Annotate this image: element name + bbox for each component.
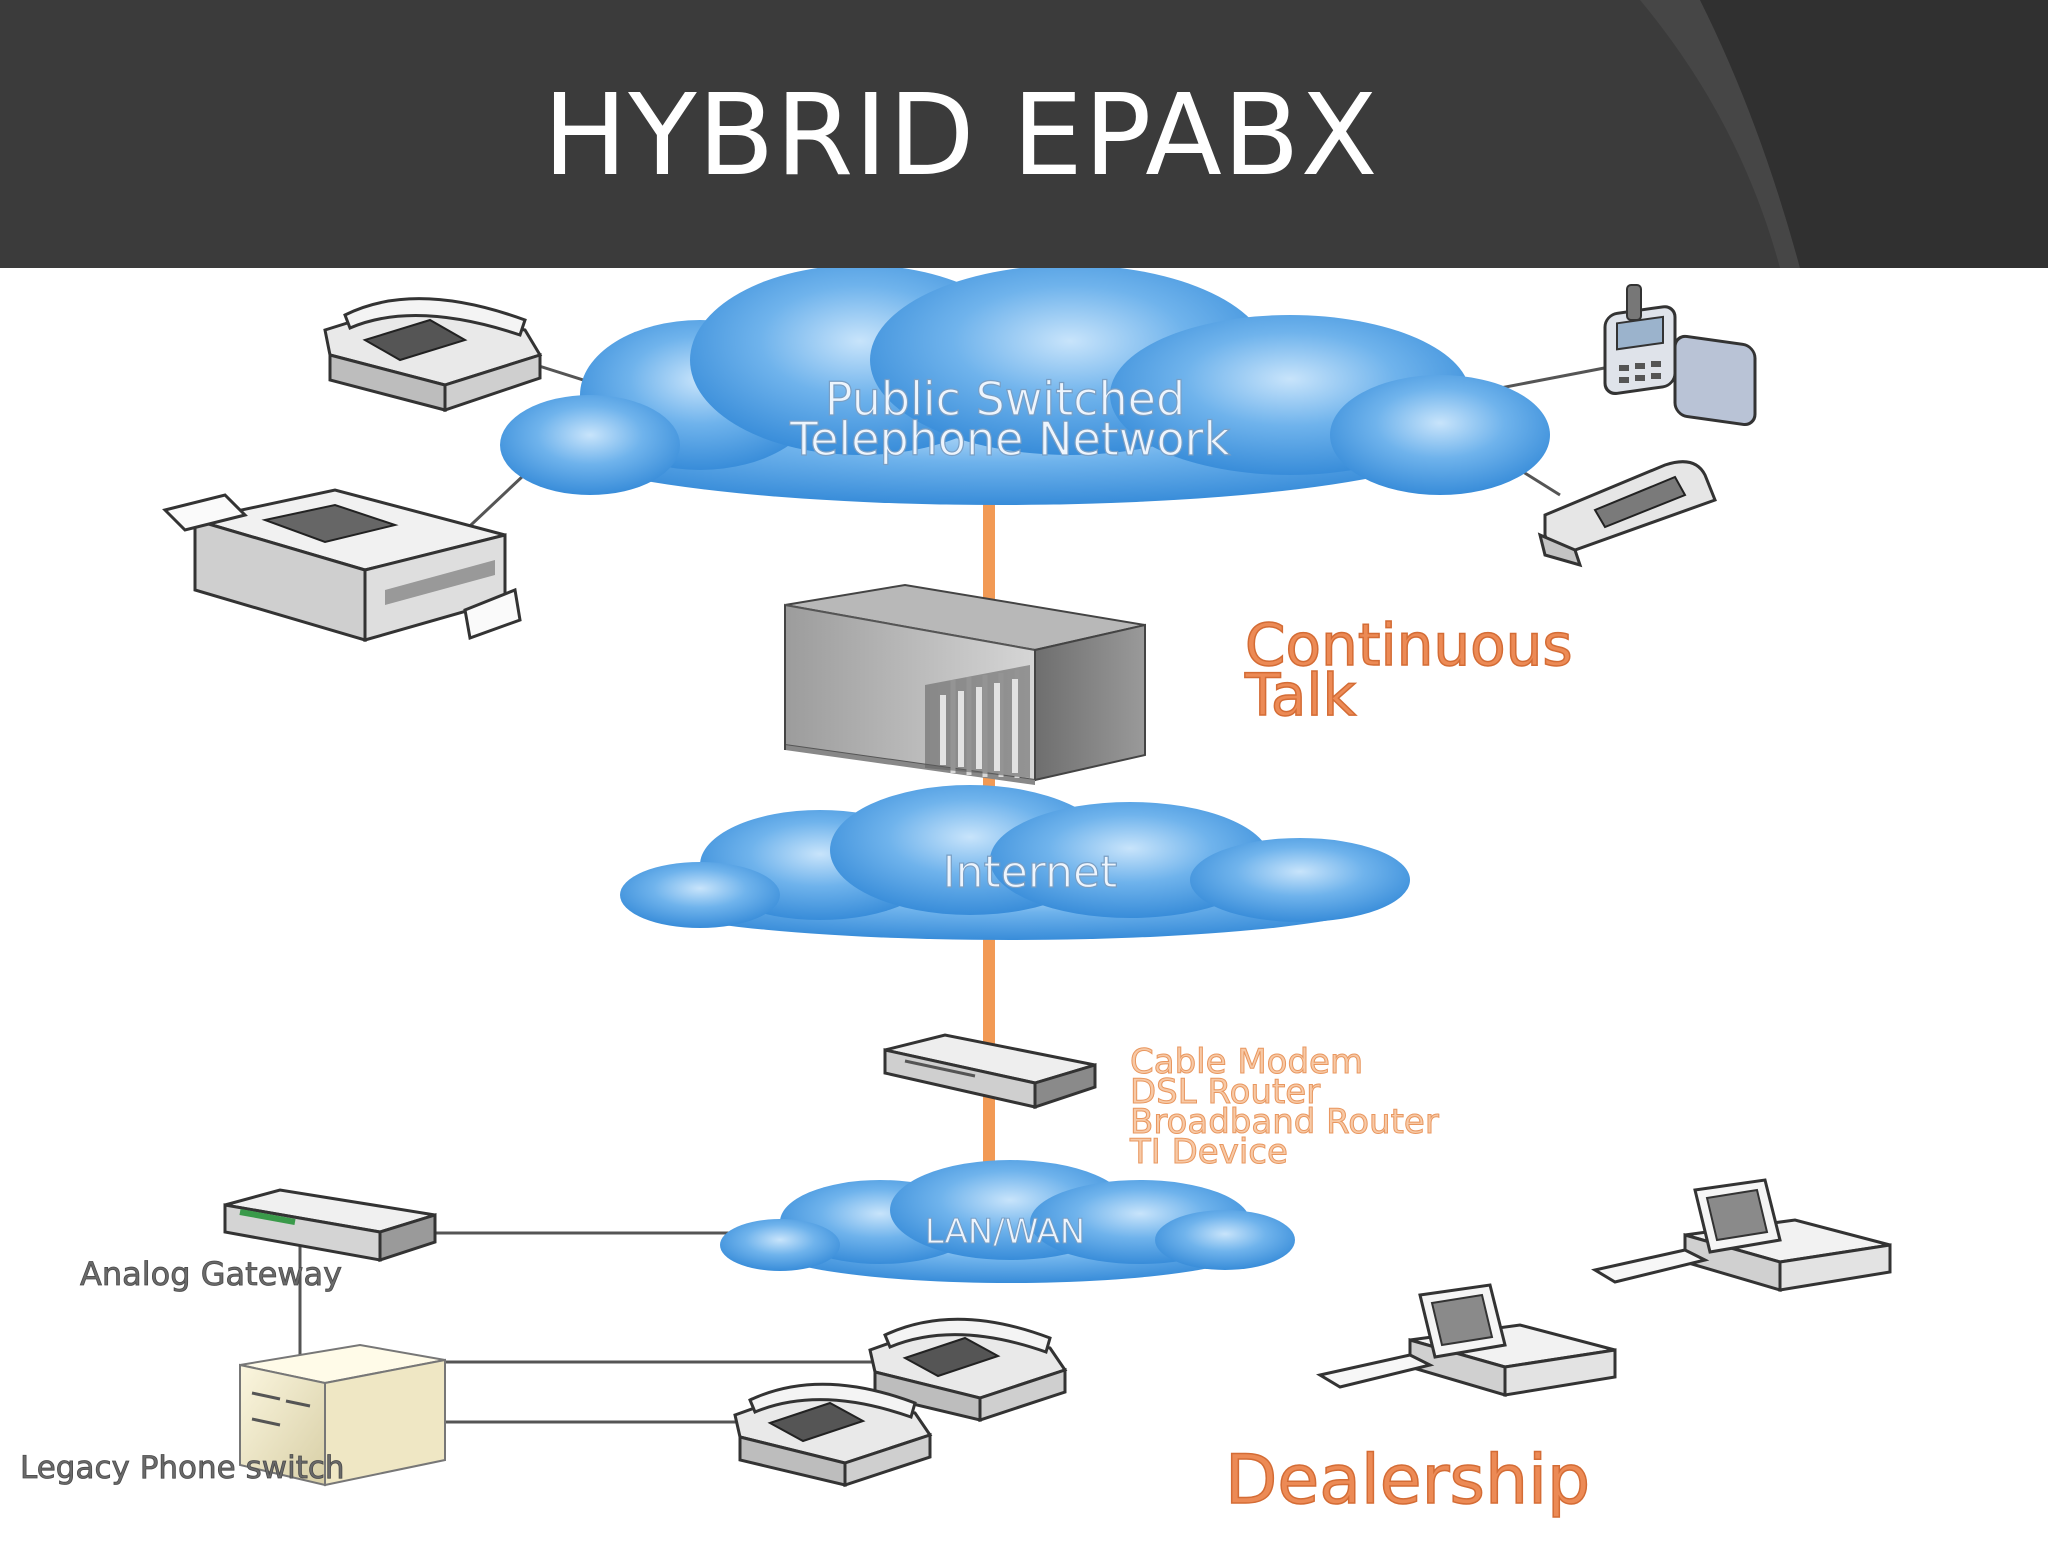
network-diagram: Public Switched Telephone Network	[0, 265, 2048, 1536]
pc-icon	[1316, 1283, 1617, 1398]
router-type-broadband-router: Broadband Router	[1130, 1102, 1439, 1142]
slide-header: HYBRID EPABX	[0, 0, 2048, 268]
desk-phone-icon	[733, 1382, 933, 1488]
analog-gateway-label: Analog Gateway	[80, 1255, 342, 1293]
pstn-label-line2: Telephone Network	[789, 412, 1231, 466]
dealership-label: Dealership	[1225, 1441, 1590, 1520]
lanwan-label: LAN/WAN	[925, 1212, 1085, 1252]
lanwan-cloud: LAN/WAN	[720, 1160, 1295, 1283]
router-icon	[883, 1033, 1097, 1110]
fax-machine-icon	[162, 488, 522, 643]
legacy-switch-icon	[239, 1343, 446, 1487]
internet-cloud: Internet	[620, 785, 1410, 940]
header-accent-stripes	[1640, 0, 2048, 268]
legacy-switch-label: Legacy Phone switch	[20, 1450, 345, 1486]
router-types-list: Cable Modem DSL Router Broadband Router …	[1129, 1042, 1440, 1173]
pstn-label-line1: Public Switched	[825, 372, 1185, 426]
router-type-dsl-router: DSL Router	[1130, 1072, 1320, 1112]
continuous-talk-label: Continuous Talk	[1243, 610, 1573, 730]
flip-phone-icon	[1537, 460, 1717, 568]
desk-phone-icon	[868, 1317, 1068, 1423]
continuous-talk-line1: Continuous	[1245, 611, 1573, 679]
pstn-cloud: Public Switched Telephone Network	[500, 265, 1550, 505]
slide-title: HYBRID EPABX	[543, 71, 1379, 201]
server-tower-icon	[784, 583, 1146, 785]
router-type-ti-device: TI Device	[1129, 1132, 1288, 1172]
gateway-icon	[223, 1188, 437, 1263]
continuous-talk-line2: Talk	[1244, 661, 1356, 729]
mobile-phone-icon	[1603, 284, 1757, 427]
desk-phone-icon	[323, 297, 543, 413]
internet-label: Internet	[943, 847, 1118, 898]
router-type-cable-modem: Cable Modem	[1130, 1042, 1363, 1082]
pc-icon	[1591, 1178, 1892, 1293]
